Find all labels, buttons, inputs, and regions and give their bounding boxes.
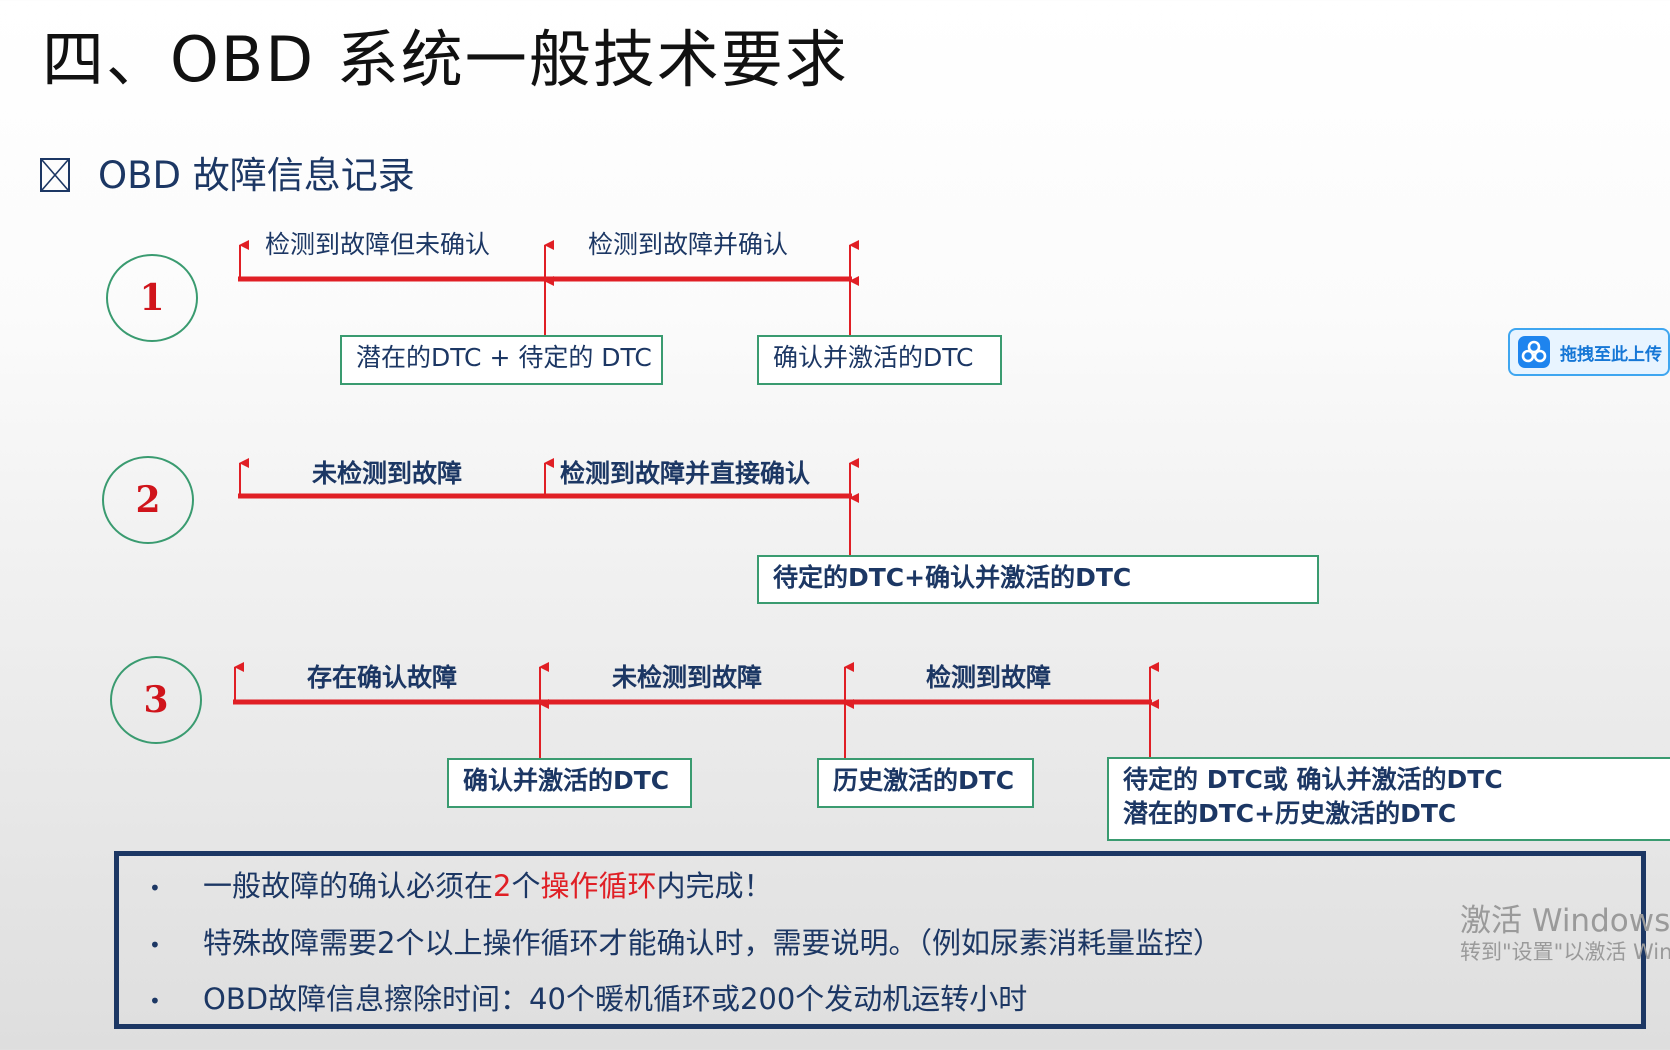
dtc-box-line: 待定的 DTC或 确认并激活的DTC — [1123, 765, 1503, 794]
note-highlight: 2 — [493, 869, 512, 903]
note-text: 一般故障的确认必须在2个操作循环内完成！ — [203, 869, 773, 903]
activation-watermark-title: 激活 Windows — [1460, 903, 1670, 939]
timeline-2 — [238, 458, 859, 555]
notes-box: • 一般故障的确认必须在2个操作循环内完成！ • 特殊故障需要2个以上操作循环才能确… — [114, 851, 1646, 1029]
cloud-upload-icon — [1518, 336, 1550, 368]
state-label: 检测到故障并直接确认 — [560, 459, 811, 488]
note-text: OBD故障信息擦除时间：40个暖机循环或200个发动机运转小时 — [203, 982, 1028, 1016]
state-label: 检测到故障 — [926, 663, 1052, 692]
dtc-box: 确认并激活的DTC — [447, 758, 692, 808]
step-number-2: 2 — [102, 456, 194, 544]
step-number-3: 3 — [110, 656, 202, 744]
note-line-3: • OBD故障信息擦除时间：40个暖机循环或200个发动机运转小时 — [149, 980, 1027, 1020]
bullet: • — [149, 989, 161, 1013]
upload-dropzone-button[interactable]: 拖拽至此上传 — [1508, 328, 1670, 376]
bullet: • — [149, 876, 161, 900]
section-title: OBD 故障信息记录 — [98, 154, 415, 197]
note-line-2: • 特殊故障需要2个以上操作循环才能确认时，需要说明。（例如尿素消耗量监控） — [149, 924, 1222, 964]
dtc-box: 历史激活的DTC — [817, 758, 1034, 808]
note-line-1: • 一般故障的确认必须在2个操作循环内完成！ — [149, 867, 773, 907]
note-text: 特殊故障需要2个以上操作循环才能确认时，需要说明。（例如尿素消耗量监控） — [203, 926, 1222, 960]
timeline-3 — [233, 662, 1159, 758]
dtc-box: 待定的DTC+确认并激活的DTC — [757, 555, 1319, 604]
state-label: 未检测到故障 — [312, 459, 463, 488]
dtc-box-multi: 待定的 DTC或 确认并激活的DTC 潜在的DTC+历史激活的DTC — [1107, 757, 1670, 841]
page-title: 四、OBD 系统一般技术要求 — [42, 23, 849, 96]
timeline-1 — [238, 240, 859, 335]
note-text-part: 个 — [511, 869, 541, 903]
bullet: • — [149, 933, 161, 957]
dtc-box-line: 潜在的DTC+历史激活的DTC — [1123, 799, 1457, 828]
checkbox-x-icon — [40, 158, 70, 192]
note-text-part: 一般故障的确认必须在 — [203, 869, 494, 903]
note-highlight: 操作循环 — [540, 869, 657, 903]
step-number-1: 1 — [106, 254, 198, 342]
state-label: 检测到故障并确认 — [588, 230, 789, 259]
upload-label: 拖拽至此上传 — [1560, 345, 1662, 365]
note-text-part: 内完成！ — [656, 869, 773, 903]
activation-watermark-subtitle: 转到"设置"以激活 Windows。 — [1460, 940, 1670, 964]
dtc-box: 确认并激活的DTC — [757, 335, 1002, 385]
state-label: 存在确认故障 — [307, 663, 458, 692]
state-label: 未检测到故障 — [612, 663, 763, 692]
dtc-box: 潜在的DTC + 待定的 DTC — [340, 335, 663, 385]
state-label: 检测到故障但未确认 — [265, 230, 491, 259]
